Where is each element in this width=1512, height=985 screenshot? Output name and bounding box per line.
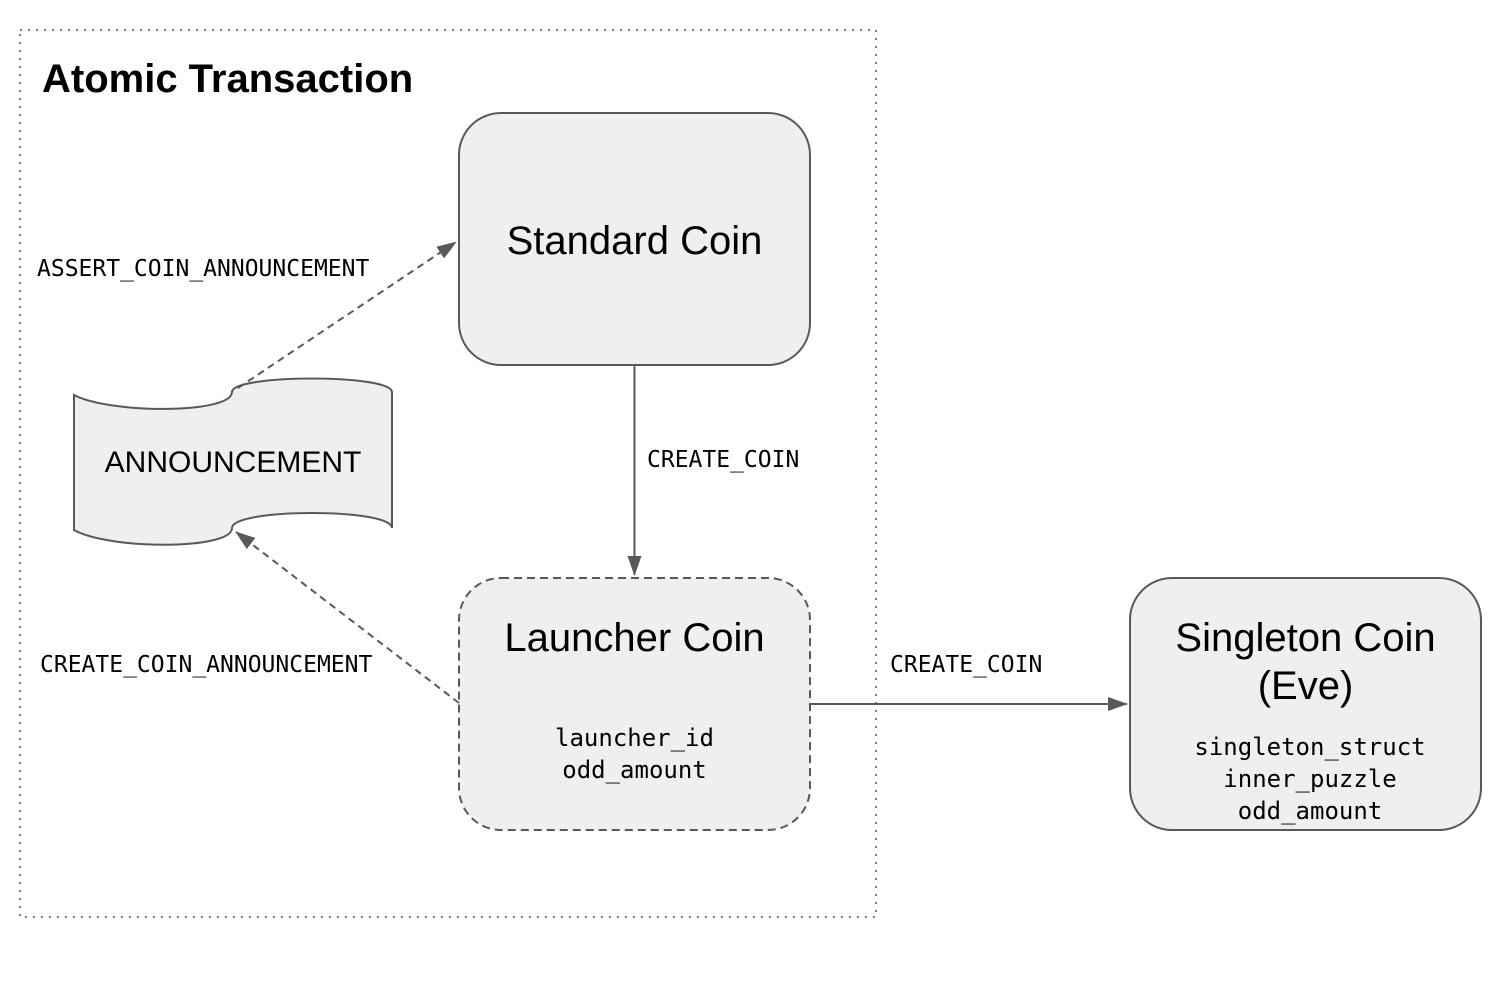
edge-launcher-to-singleton: CREATE_COIN [810, 652, 1128, 711]
edge-standard-to-launcher-label: CREATE_COIN [647, 447, 799, 473]
edge-announcement-to-standard: ASSERT_COIN_ANNOUNCEMENT [37, 241, 457, 389]
singleton-coin-field-inner-puzzle: inner_puzzle [1223, 765, 1396, 793]
singleton-coin-label-line-2: (Eve) [1258, 664, 1354, 708]
standard-coin-label: Standard Coin [507, 219, 763, 263]
singleton-coin-field-odd-amount: odd_amount [1238, 797, 1383, 825]
edge-launcher-to-singleton-label: CREATE_COIN [890, 652, 1042, 678]
atomic-transaction-group: Atomic Transaction [19, 29, 877, 918]
launcher-coin-field-launcher-id: launcher_id [555, 724, 714, 752]
launcher-coin-node[interactable]: Launcher Coin launcher_id odd_amount [458, 577, 811, 831]
edge-launcher-to-announcement-label: CREATE_COIN_ANNOUNCEMENT [40, 652, 372, 678]
announcement-shape [73, 377, 393, 546]
announcement-label: ANNOUNCEMENT [105, 446, 362, 479]
singleton-coin-label-line-1: Singleton Coin [1175, 616, 1435, 660]
atomic-transaction-title: Atomic Transaction [42, 57, 413, 101]
edge-launcher-to-announcement: CREATE_COIN_ANNOUNCEMENT [40, 531, 460, 704]
edge-standard-to-launcher: CREATE_COIN [627, 366, 799, 576]
singleton-coin-field-singleton-struct: singleton_struct [1194, 733, 1425, 761]
launcher-coin-label: Launcher Coin [504, 616, 764, 660]
announcement-node[interactable]: ANNOUNCEMENT [73, 377, 393, 546]
edge-announcement-to-standard-line [237, 241, 457, 389]
standard-coin-box [458, 112, 811, 366]
standard-coin-node[interactable]: Standard Coin [458, 112, 811, 366]
edge-launcher-to-announcement-line [235, 531, 460, 704]
singleton-coin-node[interactable]: Singleton Coin (Eve) singleton_struct in… [1129, 577, 1482, 831]
edge-announcement-to-standard-label: ASSERT_COIN_ANNOUNCEMENT [37, 256, 369, 282]
launcher-coin-field-odd-amount: odd_amount [562, 756, 707, 784]
singleton-coin-box [1129, 577, 1482, 831]
